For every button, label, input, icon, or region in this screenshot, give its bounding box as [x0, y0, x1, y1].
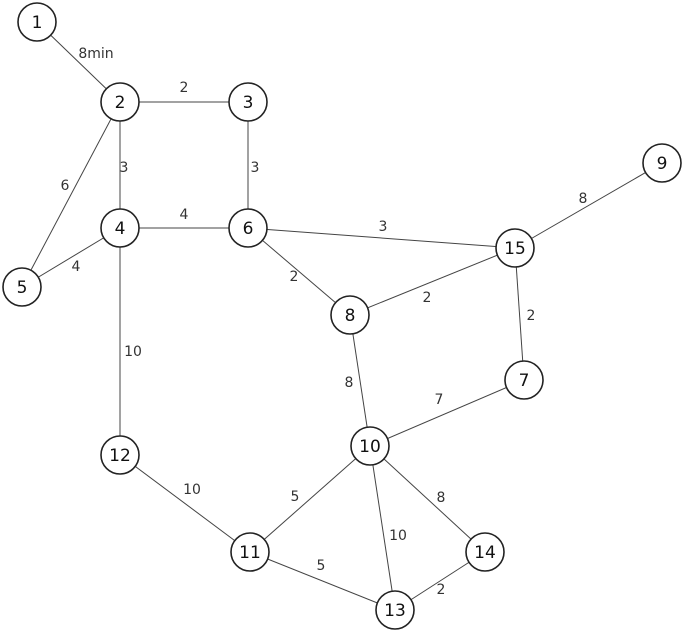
node-1: 1 [17, 2, 57, 42]
node-12: 12 [100, 435, 140, 475]
node-circle-10 [350, 426, 390, 466]
node-circle-4 [100, 208, 140, 248]
edges-layer [21, 21, 663, 611]
node-label-13: 13 [384, 601, 406, 621]
edge-10-11 [249, 445, 371, 553]
node-circle-14 [465, 532, 505, 572]
node-8: 8 [330, 295, 370, 335]
edge-9-15 [514, 162, 663, 249]
node-3: 3 [228, 82, 268, 122]
node-circle-6 [228, 208, 268, 248]
node-circle-2 [100, 82, 140, 122]
edge-weights-layer: 8min 2 3 6 3 4 4 10 3 2 8 2 2 8 7 10 5 10 8 5 2 [61, 46, 588, 598]
edge-10-13 [369, 445, 396, 611]
node-circle-9 [642, 143, 682, 183]
edge-weight-6-8: 2 [290, 269, 299, 285]
node-4: 4 [100, 208, 140, 248]
node-circle-15 [495, 228, 535, 268]
edge-weight-6-15: 3 [379, 219, 388, 235]
edge-weight-15-7: 2 [527, 308, 536, 324]
node-label-15: 15 [504, 239, 526, 259]
edge-6-15 [247, 227, 516, 249]
edge-weight-15-8: 2 [423, 290, 432, 306]
edge-weight-4-5: 4 [72, 259, 81, 275]
edge-7-10 [369, 379, 525, 447]
edge-weight-10-11: 5 [291, 489, 300, 505]
edge-6-8 [247, 227, 351, 316]
edge-10-14 [369, 445, 486, 553]
node-label-10: 10 [359, 437, 381, 457]
edge-weight-2-3: 2 [180, 80, 189, 96]
node-label-12: 12 [109, 446, 131, 466]
edge-2-5 [21, 101, 121, 288]
edge-11-13 [249, 551, 396, 611]
node-7: 7 [504, 360, 544, 400]
node-circle-3 [228, 82, 268, 122]
node-5: 5 [2, 267, 42, 307]
edge-weight-4-12: 10 [124, 344, 142, 360]
edge-weight-10-13: 10 [389, 528, 407, 544]
node-circle-7 [504, 360, 544, 400]
edge-weight-2-4: 3 [120, 160, 129, 176]
node-2: 2 [100, 82, 140, 122]
node-label-2: 2 [115, 93, 126, 113]
edge-15-8 [349, 247, 516, 316]
node-circle-11 [230, 532, 270, 572]
edge-weight-12-11: 10 [183, 482, 201, 498]
node-14: 14 [465, 532, 505, 572]
edge-weight-7-10: 7 [435, 392, 444, 408]
node-label-7: 7 [519, 371, 530, 391]
edge-weight-9-15: 8 [579, 191, 588, 207]
edge-weight-10-14: 8 [437, 490, 446, 506]
node-13: 13 [375, 590, 415, 630]
node-label-3: 3 [243, 93, 254, 113]
edge-15-7 [514, 247, 525, 381]
node-15: 15 [495, 228, 535, 268]
node-label-9: 9 [657, 154, 668, 174]
edge-8-10 [349, 314, 371, 447]
node-label-14: 14 [474, 543, 496, 563]
edge-weight-14-13: 2 [437, 582, 446, 598]
edge-weight-4-6: 4 [180, 207, 189, 223]
edge-weight-8-10: 8 [345, 375, 354, 391]
edge-weight-2-5: 6 [61, 178, 70, 194]
node-label-5: 5 [17, 278, 28, 298]
node-label-11: 11 [239, 543, 261, 563]
node-9: 9 [642, 143, 682, 183]
node-circle-13 [375, 590, 415, 630]
node-label-1: 1 [32, 13, 43, 33]
node-label-4: 4 [115, 219, 126, 239]
node-circle-5 [2, 267, 42, 307]
node-circle-12 [100, 435, 140, 475]
node-6: 6 [228, 208, 268, 248]
node-11: 11 [230, 532, 270, 572]
node-label-8: 8 [345, 306, 356, 326]
edge-weight-11-13: 5 [317, 558, 326, 574]
node-label-6: 6 [243, 219, 254, 239]
edge-weight-1-2: 8min [78, 46, 113, 62]
edge-12-11 [119, 454, 251, 553]
node-circle-1 [17, 2, 57, 42]
node-10: 10 [350, 426, 390, 466]
node-circle-8 [330, 295, 370, 335]
edge-weight-3-6: 3 [251, 160, 260, 176]
